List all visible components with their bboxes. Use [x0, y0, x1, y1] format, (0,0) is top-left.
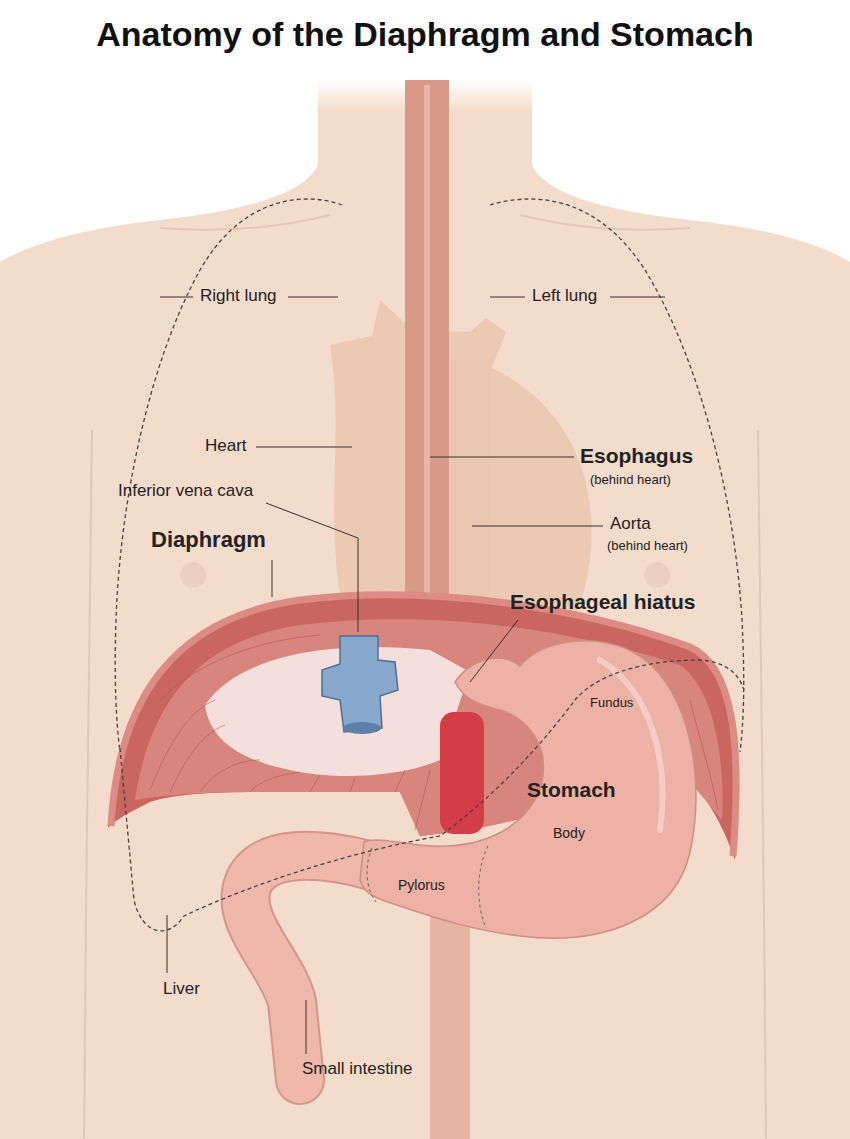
arm-line [758, 430, 766, 1139]
leader-line [167, 915, 168, 973]
leader-line [306, 1000, 307, 1054]
striation [310, 775, 320, 792]
striation [250, 772, 300, 792]
leader-line [610, 297, 665, 298]
ivc-shape [322, 636, 398, 732]
collarbone-line [160, 215, 330, 230]
leader-line [288, 297, 338, 298]
leader-line [490, 297, 525, 298]
organ-label: Heart [205, 436, 247, 456]
leader-line [472, 526, 603, 527]
organ-label: Stomach [527, 777, 616, 802]
organ-label: Liver [163, 979, 200, 999]
nipple [180, 562, 206, 588]
leader-line [256, 447, 352, 448]
collarbone-line [520, 215, 690, 230]
organ-label: Aorta [610, 514, 651, 534]
leader-line [160, 297, 193, 298]
pylorus-boundary [367, 848, 376, 902]
organ-label: Body [553, 825, 585, 842]
striation [170, 725, 225, 792]
small-intestine-outline [245, 856, 372, 1080]
inferior-vena-cava [322, 636, 398, 734]
organ-label: Diaphragm [151, 527, 266, 553]
organ-label: Small intestine [302, 1059, 413, 1079]
striation [415, 770, 430, 830]
aorta-column [430, 900, 470, 1139]
organ-label: (behind heart) [607, 538, 688, 554]
organ-label: Esophagus [580, 443, 693, 468]
leader-line [430, 457, 574, 458]
striation [395, 770, 405, 792]
leader-lines [160, 297, 665, 1054]
arm-line [84, 430, 92, 1139]
organ-label: Left lung [532, 286, 597, 306]
liver-outline [120, 660, 744, 931]
leader-line [272, 560, 273, 597]
striation [350, 778, 355, 792]
striation [200, 760, 260, 792]
organ-label: Esophageal hiatus [510, 589, 696, 614]
organ-label: (behind heart) [590, 472, 671, 488]
pylorus-boundary [479, 846, 488, 928]
leader-line [470, 620, 518, 682]
small-intestine [245, 856, 372, 1080]
stomach-highlight [600, 660, 663, 830]
organ-label: Fundus [590, 695, 633, 711]
ivc-opening [343, 722, 381, 734]
diagram-title: Anatomy of the Diaphragm and Stomach [0, 14, 850, 55]
organ-label: Right lung [200, 286, 277, 306]
pylorus-outline [367, 846, 488, 928]
stomach [360, 641, 696, 938]
leader-line [266, 503, 358, 632]
nipple [644, 562, 670, 588]
striation [150, 700, 215, 790]
abdominal-aorta [440, 712, 484, 834]
organ-label: Inferior vena cava [118, 481, 253, 501]
organ-label: Pylorus [398, 877, 445, 894]
esophagus-highlight [424, 85, 430, 640]
